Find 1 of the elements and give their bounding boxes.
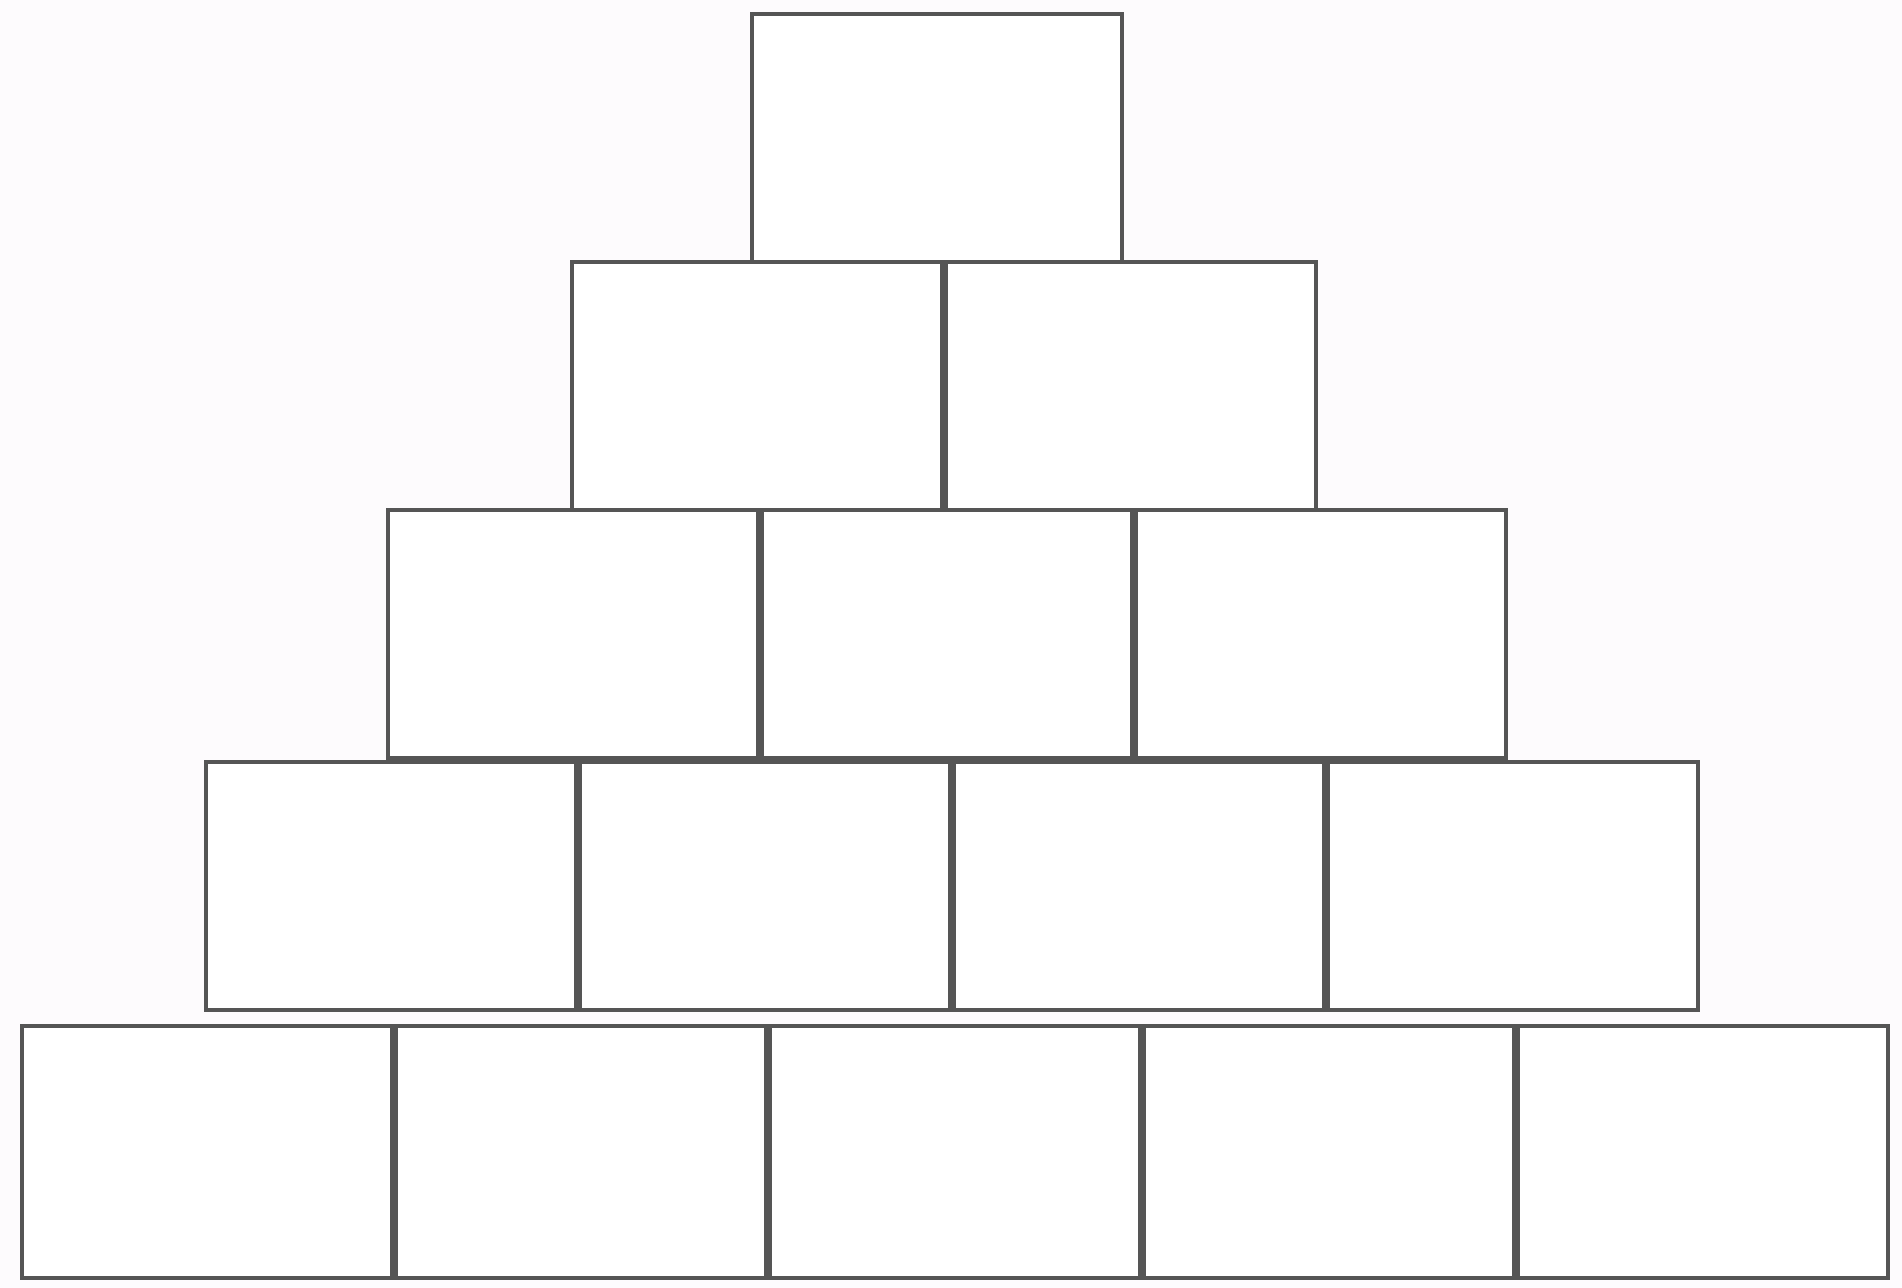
empty-box [750,12,1124,264]
